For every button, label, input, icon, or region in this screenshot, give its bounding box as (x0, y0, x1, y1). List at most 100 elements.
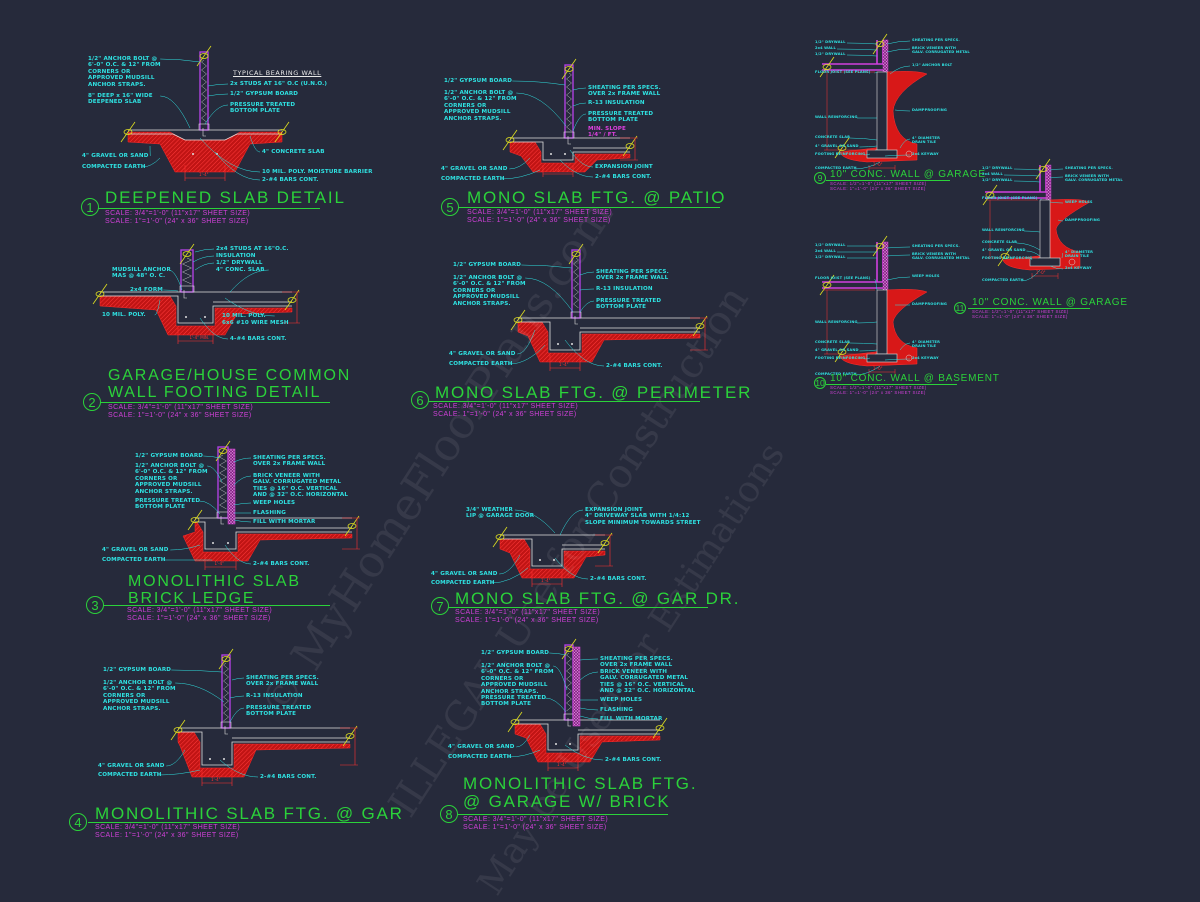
callout-label: SHEATING PER SPECS. (912, 244, 960, 248)
leader-line (208, 94, 228, 96)
callout-label: CONCRETE SLAB (815, 135, 850, 139)
callout-label: FLASHING (600, 707, 633, 713)
detail-number-circle: 8 (440, 805, 458, 823)
dimension-label: 2'-0" (873, 162, 882, 167)
detail-scale-note: SCALE: 1"=1'-0" (24" x 36" SHEET SIZE) (127, 615, 271, 623)
dimension-label: 1'-4" (215, 561, 224, 566)
concrete-footing (1030, 258, 1060, 266)
rebar-icon (571, 343, 573, 345)
callout-label: PRESSURE TREATED BOTTOM PLATE (246, 705, 311, 718)
callout-label: BRICK VENEER WITH GALV. CORRUGATED METAL… (600, 669, 695, 695)
leader-line (887, 41, 910, 44)
callout-label: COMPACTED EARTH (431, 580, 495, 586)
leader-line (847, 55, 877, 56)
callout-label: 2x4 WALL (815, 46, 836, 50)
callout-label: COMPACTED EARTH (102, 557, 166, 563)
leader-line (166, 750, 185, 766)
leader-line (895, 110, 910, 111)
callout-label: 3/4" WEATHER LIP @ GARAGE DOOR (466, 507, 534, 520)
leader-line (1004, 175, 1040, 176)
detail-number-circle: 2 (83, 393, 101, 411)
wall-stud (565, 65, 573, 138)
concrete-footing (867, 354, 897, 362)
detail-scale-note: SCALE: 1"=1'-0" (24" x 36" SHEET SIZE) (455, 617, 599, 625)
callout-label: 1/2" DRYWALL (982, 166, 1013, 170)
anchor-bolt-icon (575, 316, 578, 324)
leader-line (573, 88, 586, 90)
bottom-plate (180, 286, 194, 292)
callout-label: DAMPPROOFING (912, 108, 947, 112)
leader-line (234, 503, 251, 505)
callout-label: CONCRETE SLAB (982, 240, 1017, 244)
callout-label: FOOTING REINFORCING (982, 256, 1032, 260)
callout-label: 2x4 WALL (982, 172, 1003, 176)
leader-line (232, 678, 244, 680)
callout-label: 4" GRAVEL OR SAND (82, 153, 149, 159)
callout-label: FLASHING (253, 510, 286, 516)
callout-label: PRESSURE TREATED BOTTOM PLATE (481, 695, 546, 708)
callout-label: R-13 INSULATION (588, 100, 645, 106)
detail-scale-note: SCALE: 3/4"=1'-0" (11"x17" SHEET SIZE) (127, 607, 272, 615)
leader-line (887, 247, 910, 248)
callout-label: 4" GRAVEL OR SAND (982, 248, 1026, 252)
title-underline (458, 814, 668, 815)
callout-label: 1/2" ANCHOR BOLT @ 6'-0" O.C. & 12" FROM… (444, 90, 517, 122)
callout-label: SHEATING PER SPECS. OVER 2x FRAME WALL (588, 85, 661, 98)
detail-number-circle: 5 (441, 198, 459, 216)
insulation-zigzag (567, 653, 572, 711)
leader-line (1050, 169, 1063, 170)
leader-line (193, 256, 214, 262)
detail-scale-note: SCALE: 1"=1'-0" (24" x 36" SHEET SIZE) (463, 824, 607, 832)
anchor-bolt-icon (184, 290, 187, 298)
callout-label: 2-#4 BARS CONT. (262, 177, 319, 183)
leader-line (549, 653, 566, 655)
leader-line (580, 301, 594, 312)
callout-label: 4" DIAMETER DRAIN TILE (912, 340, 940, 348)
leader-line (850, 138, 878, 140)
callout-label: DAMPPROOFING (912, 302, 947, 306)
callout-label: FLOOR JOIST (SEE PLANS) (815, 70, 871, 74)
detail-title: DEEPENED SLAB DETAIL (105, 189, 346, 206)
callout-label: 4" CONC. SLAB (216, 267, 265, 273)
detail-scale-note: SCALE: 1"=1'-0" (24" x 36" SHEET SIZE) (105, 218, 249, 226)
detail-number-circle: 1 (81, 198, 99, 216)
leader-line (234, 476, 251, 485)
callout-label: 1/2" ANCHOR BOLT @ 6'-0" O.C. & 12" FROM… (135, 463, 208, 495)
callout-label: 4" GRAVEL OR SAND (441, 166, 508, 172)
callout-label: FILL WITH MORTAR (600, 716, 662, 722)
callout-label: 2-#4 BARS CONT. (260, 774, 317, 780)
anchor-bolt-icon (568, 136, 571, 144)
callout-label: TYPICAL BEARING WALL (233, 70, 321, 76)
brick-veneer (883, 242, 888, 290)
callout-label: 4" GRAVEL OR SAND (449, 351, 516, 357)
detail-scale-note: SCALE: 3/4"=1'-0" (11"x17" SHEET SIZE) (105, 210, 250, 218)
detail-number-circle: 4 (69, 813, 87, 831)
title-underline (103, 605, 330, 606)
leader-line (580, 289, 594, 290)
callout-label: COMPACTED EARTH (98, 772, 162, 778)
callout-label: 1/2" ANCHOR BOLT @ 6'-0" O.C. & 12" FROM… (453, 275, 526, 307)
rebar-icon (204, 316, 206, 318)
callout-label: SHEATING PER SPECS. OVER 2x FRAME WALL (246, 675, 319, 688)
detail-number-circle: 3 (86, 596, 104, 614)
leader-line (887, 49, 910, 52)
callout-label: WEEP HOLES (600, 697, 642, 703)
leader-line (516, 93, 566, 126)
detail-title: MONO SLAB FTG. @ PATIO (467, 189, 726, 206)
leader-line (580, 672, 598, 680)
leader-line (573, 103, 586, 106)
callout-label: 1/2" GYPSUM BOARD (444, 78, 512, 84)
callout-label: SHEATING PER SPECS. OVER 2x FRAME WALL (253, 455, 326, 468)
callout-label: 2x STUDS AT 16" O.C (U.N.O.) (230, 81, 327, 87)
leader-line (857, 322, 877, 323)
callout-label: 4-#4 BARS CONT. (230, 336, 287, 342)
detail-scale-note: SCALE: 1"=1'-0" (24" x 36" SHEET SIZE) (830, 186, 926, 191)
callout-label: 2-#4 BARS CONT. (606, 363, 663, 369)
callout-label: 1/2" GYPSUM BOARD (230, 91, 298, 97)
callout-label: INSULATION (216, 253, 256, 259)
detail-title: MONOLITHIC SLAB FTG. (463, 775, 697, 792)
brick-veneer (228, 449, 235, 524)
rebar-icon (212, 542, 214, 544)
break-line-icon (562, 59, 576, 79)
callout-label: 4" GRAVEL OR SAND (431, 571, 498, 577)
